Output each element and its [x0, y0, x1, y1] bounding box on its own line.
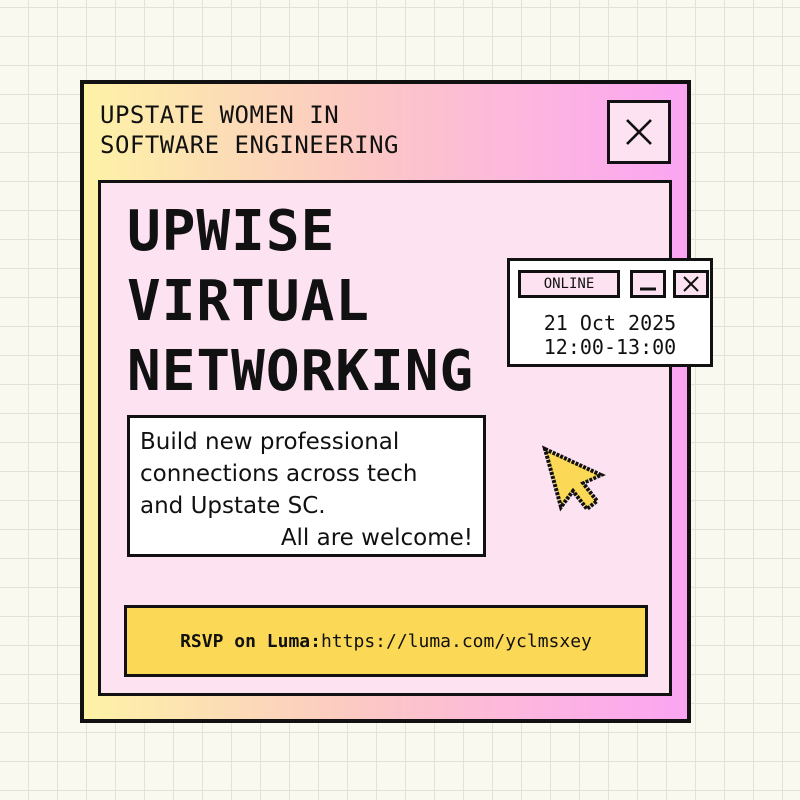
headline-line-1: UPWISE — [127, 199, 336, 264]
title-line-1: UPSTATE WOMEN IN — [100, 101, 340, 129]
headline-line-2: VIRTUAL — [127, 269, 371, 334]
window-title: UPSTATE WOMEN IN SOFTWARE ENGINEERING — [100, 100, 399, 160]
description-welcome: All are welcome! — [280, 525, 473, 551]
date-window: ONLINE 21 Oct 2025 12:00-13:00 — [507, 258, 713, 367]
minimize-button[interactable] — [630, 270, 666, 298]
small-close-button[interactable] — [673, 270, 709, 298]
description-box: Build new professional connections acros… — [127, 415, 486, 557]
minimize-icon — [640, 287, 656, 291]
close-icon — [683, 276, 699, 292]
event-date: 21 Oct 2025 — [543, 311, 677, 335]
event-time: 12:00-13:00 — [543, 335, 677, 359]
online-badge: ONLINE — [518, 270, 620, 298]
description-line-2: connections across tech — [140, 461, 418, 487]
main-window: UPSTATE WOMEN IN SOFTWARE ENGINEERING UP… — [80, 80, 691, 723]
rsvp-bar: RSVP on Luma: https://luma.com/yclmsxey — [124, 605, 648, 677]
event-headline: UPWISE VIRTUAL NETWORKING — [127, 197, 474, 407]
rsvp-label: RSVP on Luma: — [180, 630, 321, 652]
close-button[interactable] — [607, 100, 671, 164]
rsvp-link[interactable]: https://luma.com/yclmsxey — [320, 630, 592, 652]
description-line-3: and Upstate SC. — [140, 493, 326, 519]
close-icon — [626, 119, 652, 145]
description-line-1: Build new professional — [140, 429, 400, 455]
pixel-cursor-icon — [541, 445, 606, 512]
content-panel: UPWISE VIRTUAL NETWORKING Build new prof… — [98, 180, 672, 696]
event-datetime: 21 Oct 2025 12:00-13:00 — [510, 311, 710, 359]
headline-line-3: NETWORKING — [127, 339, 475, 404]
title-line-2: SOFTWARE ENGINEERING — [100, 131, 399, 159]
